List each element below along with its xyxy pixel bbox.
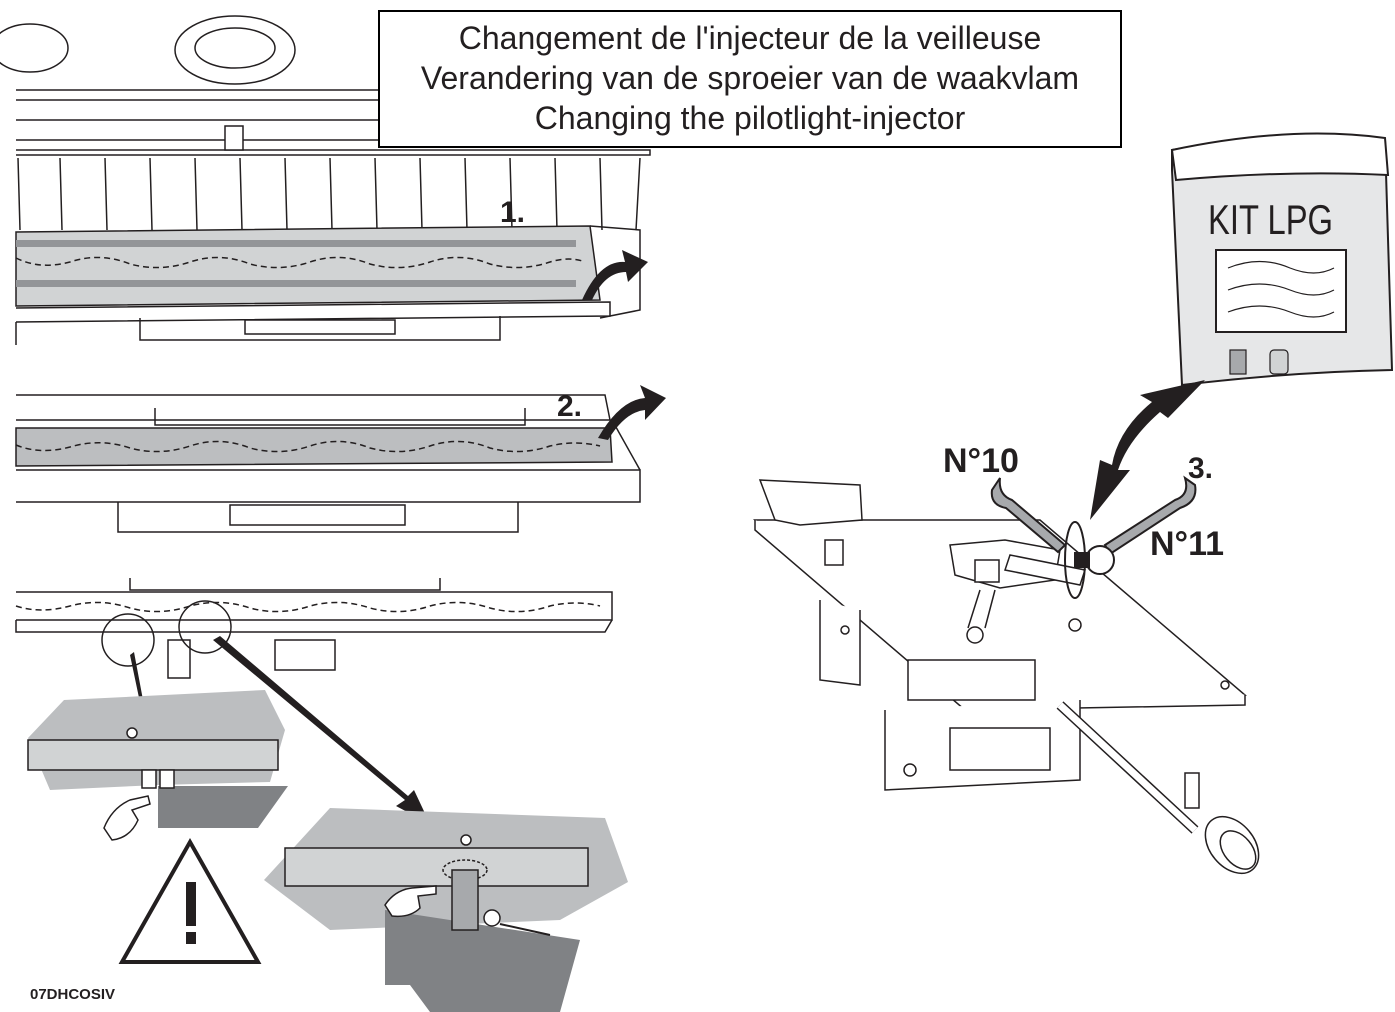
rotate-arrow-step2 (598, 385, 666, 440)
kit-lpg-bag (1170, 132, 1394, 387)
fireplace-assembly-step2 (15, 394, 641, 533)
wrench-size-11-label: N°11 (1150, 525, 1225, 563)
drawing-code: 07DHCOSIV (30, 986, 116, 1003)
step-3-label: 3. (1188, 452, 1214, 485)
title-line-fr: Changement de l'injecteur de la veilleus… (458, 20, 1042, 56)
burner-tray-bottom (15, 578, 613, 679)
fireplace-assembly-step1 (0, 15, 651, 345)
title-box: Changement de l'injecteur de la veilleus… (378, 10, 1122, 148)
step-2-label: 2. (557, 390, 583, 423)
detail-view-right (264, 808, 628, 1012)
swap-arrow (1090, 380, 1205, 520)
wrench-size-10-label: N°10 (943, 442, 1019, 480)
step-1-label: 1. (500, 196, 526, 229)
rotate-arrow-step1 (582, 250, 648, 300)
pilot-burner (949, 539, 1086, 629)
zoom-arrow-right (213, 636, 430, 824)
detail-view-left (27, 690, 288, 828)
kit-lpg-label: KIT LPG (1208, 196, 1334, 243)
pointing-hand-icon-right (384, 885, 437, 918)
title-line-nl: Verandering van de sproeier van de waakv… (420, 60, 1080, 96)
warning-icon (118, 837, 262, 964)
pointing-hand-icon-left (103, 795, 151, 841)
pilot-assembly-plate (752, 479, 1260, 875)
title-line-en: Changing the pilotlight-injector (534, 100, 966, 136)
wrench-no11 (1074, 475, 1197, 575)
